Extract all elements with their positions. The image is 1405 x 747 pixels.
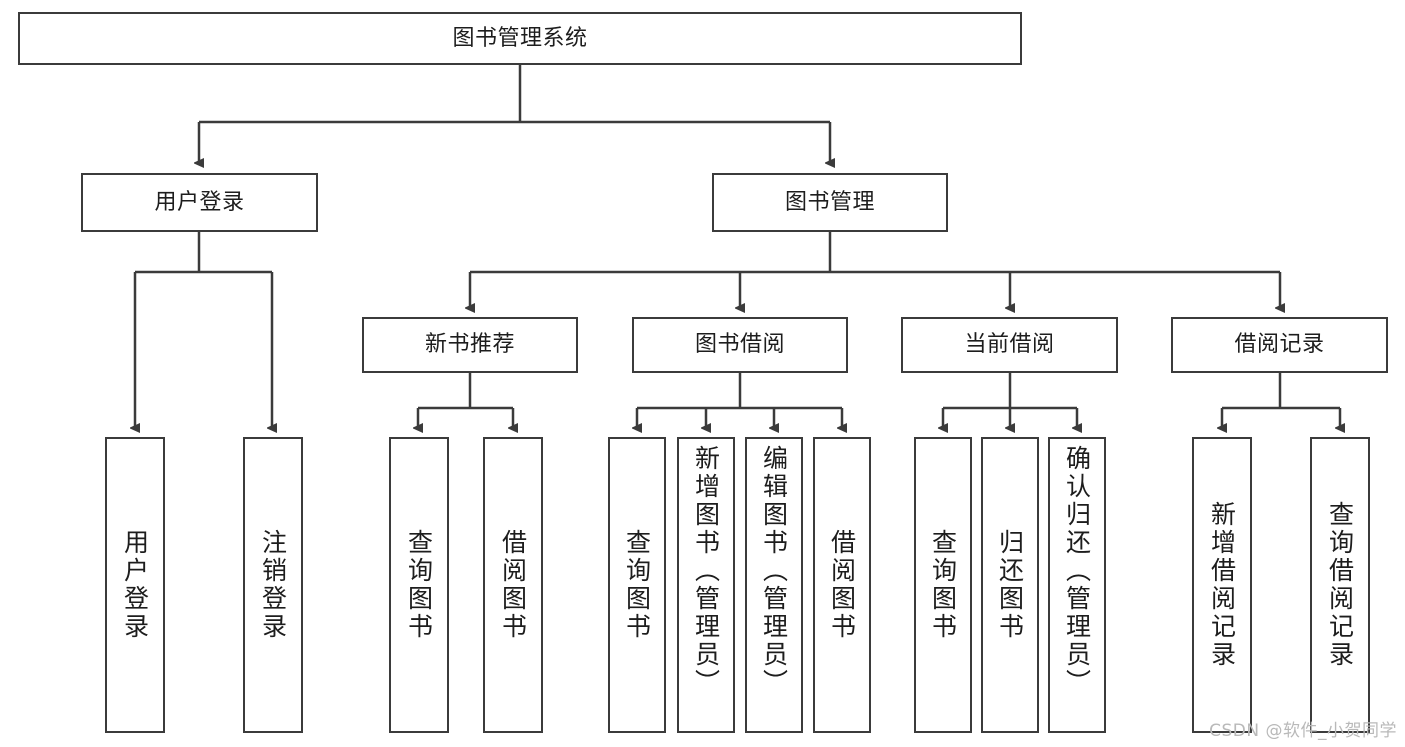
node-label: 查询借阅记录 <box>1325 501 1355 669</box>
node-label: 图书借阅 <box>694 332 785 358</box>
leaf-new-book-query[interactable]: 查询图书 <box>389 437 449 733</box>
node-label: 查询图书 <box>404 529 434 641</box>
node-label: 图书管理系统 <box>452 25 588 51</box>
node-label: 确认归还（管理员） <box>1062 445 1092 697</box>
leaf-current-confirm-return[interactable]: 确认归还（管理员） <box>1048 437 1106 733</box>
node-label: 借阅图书 <box>827 529 857 641</box>
node-label: 图书管理 <box>784 189 875 215</box>
node-label: 当前借阅 <box>964 332 1055 358</box>
node-current-borrow[interactable]: 当前借阅 <box>901 317 1118 373</box>
leaf-new-book-borrow[interactable]: 借阅图书 <box>483 437 543 733</box>
leaf-user-login-logout[interactable]: 注销登录 <box>243 437 303 733</box>
node-label: 归还图书 <box>995 529 1025 641</box>
node-book-management[interactable]: 图书管理 <box>712 173 948 232</box>
leaf-borrow-borrow-book[interactable]: 借阅图书 <box>813 437 871 733</box>
csdn-watermark: CSDN @软件_小贺同学 <box>1209 721 1397 741</box>
leaf-borrow-edit-book[interactable]: 编辑图书（管理员） <box>745 437 803 733</box>
leaf-borrow-query-book[interactable]: 查询图书 <box>608 437 666 733</box>
leaf-borrow-add-book[interactable]: 新增图书（管理员） <box>677 437 735 733</box>
node-label: 新增图书（管理员） <box>691 445 721 697</box>
node-label: 查询图书 <box>622 529 652 641</box>
node-label: 编辑图书（管理员） <box>759 445 789 697</box>
node-label: 借阅记录 <box>1234 332 1325 358</box>
node-label: 用户登录 <box>154 189 245 215</box>
node-user-login[interactable]: 用户登录 <box>81 173 318 232</box>
leaf-current-return-book[interactable]: 归还图书 <box>981 437 1039 733</box>
node-book-borrow[interactable]: 图书借阅 <box>632 317 848 373</box>
leaf-record-add-record[interactable]: 新增借阅记录 <box>1192 437 1252 733</box>
node-new-book-recommend[interactable]: 新书推荐 <box>362 317 578 373</box>
leaf-user-login-login[interactable]: 用户登录 <box>105 437 165 733</box>
node-root-system[interactable]: 图书管理系统 <box>18 12 1022 65</box>
node-label: 新书推荐 <box>424 332 515 358</box>
node-label: 用户登录 <box>120 529 150 641</box>
node-label: 查询图书 <box>928 529 958 641</box>
node-label: 新增借阅记录 <box>1207 501 1237 669</box>
node-label: 借阅图书 <box>498 529 528 641</box>
leaf-current-query-book[interactable]: 查询图书 <box>914 437 972 733</box>
node-borrow-record[interactable]: 借阅记录 <box>1171 317 1388 373</box>
node-label: 注销登录 <box>258 529 288 641</box>
leaf-record-query-record[interactable]: 查询借阅记录 <box>1310 437 1370 733</box>
